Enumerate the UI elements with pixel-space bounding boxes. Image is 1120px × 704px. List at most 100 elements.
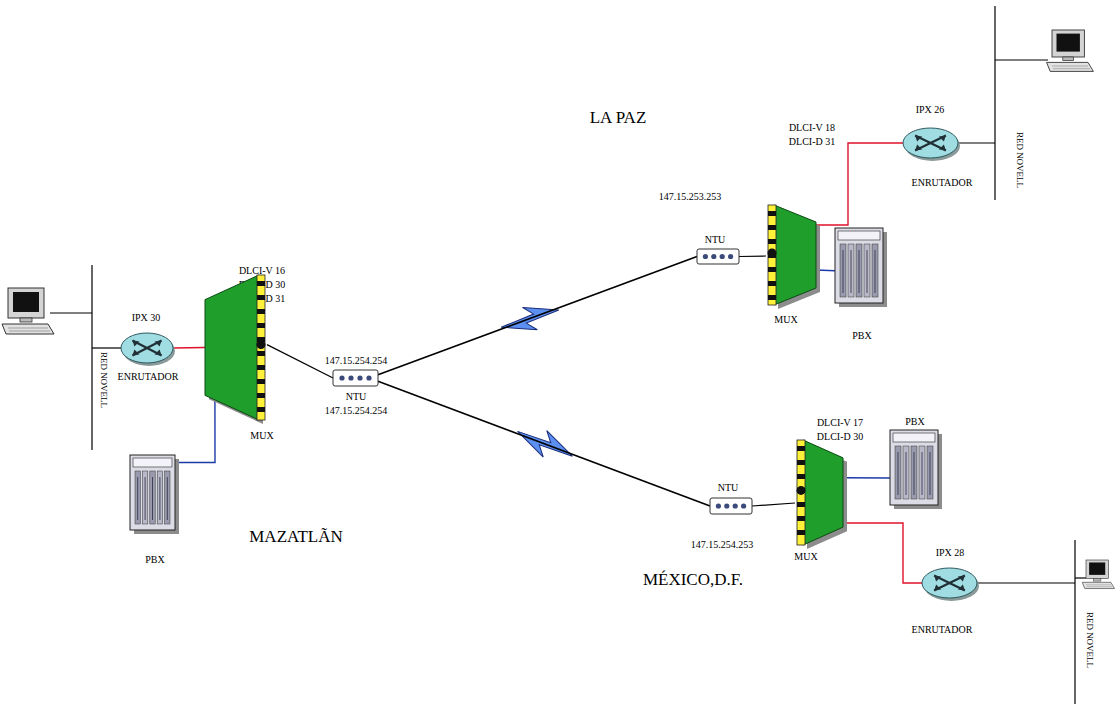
ntu-led [724,503,729,508]
node-text: MUX [793,551,818,563]
node-text: 147.15.254.254 [324,355,389,367]
router-arrows [915,136,946,151]
computer-icon [2,288,54,334]
mux-node: MUX [205,275,267,420]
link-line [816,143,903,225]
link-line [378,257,697,375]
link-line [752,503,795,506]
ntu-led [339,375,344,380]
pbx-cabinet [130,455,175,530]
computer-icon [1047,30,1094,71]
node-outline [121,333,173,363]
node-outline [903,128,958,158]
lan-wires [50,6,1086,704]
pbx-cabinet [835,228,883,303]
node-text: 147.15.253.253 [658,191,723,203]
mux-bar [257,275,265,420]
node-outline [697,249,739,264]
mux-port [797,486,806,495]
lan-label: RED NOVELL [99,351,109,409]
node-text: NTU [717,482,740,494]
node-text: PBX [851,330,872,342]
ntu-led [716,503,721,508]
router-body [121,333,173,363]
node-text: MUX [773,314,798,326]
link-line [378,381,710,506]
pbx-node: PBX [835,228,883,303]
router-body [922,568,977,598]
node-text: ENRUTADOR [911,624,974,636]
computer-icon [1082,560,1114,589]
node-outline [795,440,843,545]
node-text: MUX [249,430,274,442]
pbx-node: PBX [890,430,938,505]
ntu-box [697,249,739,264]
router-arrows [934,576,965,591]
router-arrowheads [915,136,946,151]
node-text: 147.15.254.253 [690,539,755,551]
site-name: LA PAZ [589,108,648,128]
mux-port [257,340,266,349]
dlci-label: DLCI-V 17 [816,417,864,429]
router-arrowheads [934,576,965,591]
ntu-led [728,254,733,259]
node-text: IPX 30 [131,312,162,324]
ntu-led [741,503,746,508]
ntu-led [720,254,725,259]
node-text: PBX [144,554,165,566]
ntu-led [703,254,708,259]
pbx-node: PBX [130,455,175,530]
dlci-label: DLCI-D 30 [816,431,864,443]
dlci-label: DLCI-V 18 [788,122,836,134]
site-name: MÉXICO,D.F. [642,570,744,590]
router-arrowheads [132,341,161,356]
node-text: IPX 28 [935,547,966,559]
ntu-led [366,375,371,380]
node-outline [130,455,175,530]
node-outline [205,275,267,420]
lan-label: RED NOVELL [1085,611,1095,669]
link-line [843,523,922,583]
node-outline [710,498,752,514]
ntu-led [357,375,362,380]
mux-node: MUX [766,205,816,305]
node-text: ENRUTADOR [911,177,974,189]
node-outline [333,370,378,386]
mux-port [768,249,777,258]
site-name: MAZATLÃN [248,527,344,547]
mux-body [803,440,843,545]
ntu-box [333,370,378,386]
link-line [175,400,215,463]
router-node: IPX 28ENRUTADOR [922,568,977,598]
node-text: IPX 26 [915,104,946,116]
node-text: NTU [345,391,368,403]
router-node: IPX 26ENRUTADOR [903,128,958,158]
lan-label: RED NOVELL [1015,131,1025,189]
link-line [173,347,205,349]
link-line [843,477,890,479]
dlci-label: DLCI-D 31 [788,136,836,148]
ntu-node: 147.15.254.254NTU147.15.254.254 [333,370,378,386]
node-outline [922,568,977,598]
node-outline [890,430,938,505]
ntu-node: NTU147.15.254.253 [710,498,752,514]
node-outline [835,228,883,303]
node-text: ENRUTADOR [117,371,180,383]
ntu-box [710,498,752,514]
router-body [903,128,958,158]
node-outline [766,205,816,305]
mux-node: MUX [795,440,843,545]
ntu-led [733,503,738,508]
router-node: IPX 30ENRUTADOR [121,333,173,363]
ntu-led [348,375,353,380]
node-text: PBX [904,416,925,428]
pbx-cabinet [890,430,938,505]
ntu-led [711,254,716,259]
router-arrows [132,341,161,356]
mux-body [774,205,816,305]
node-text: 147.15.254.254 [324,405,389,417]
node-text: NTU [704,234,727,246]
mux-body [205,275,259,420]
ntu-node: 147.15.253.253NTU [697,249,739,264]
